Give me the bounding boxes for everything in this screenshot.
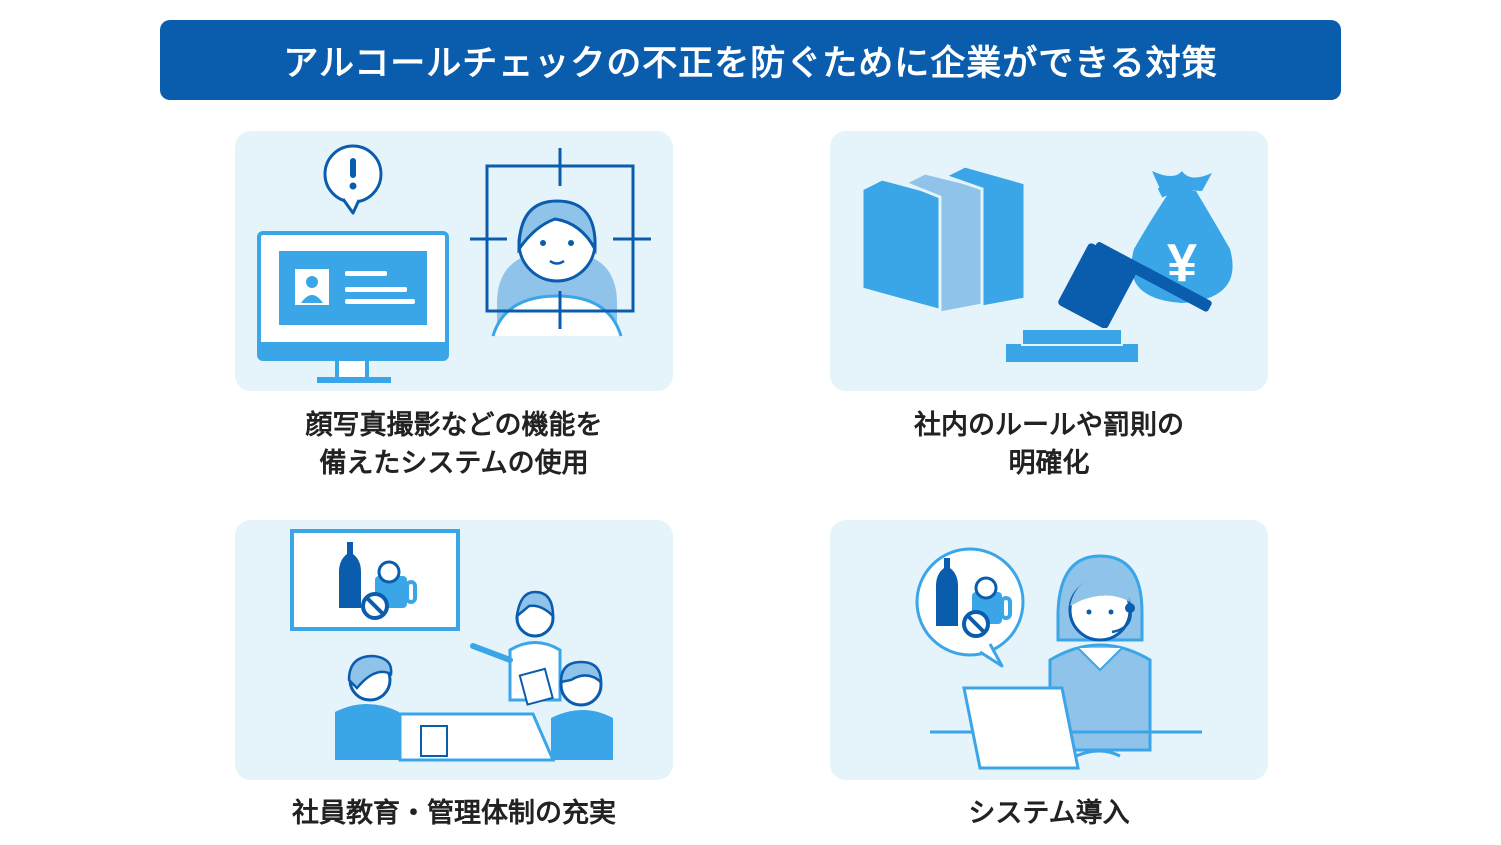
measure-card-rules: ¥ — [830, 131, 1268, 391]
measure-caption-training: 社員教育・管理体制の充実 — [235, 795, 673, 833]
rules-gavel-money-icon: ¥ — [860, 164, 1233, 362]
caption-line-1: 社員教育・管理体制の充実 — [292, 798, 616, 829]
caption-line-1: 顔写真撮影などの機能を — [305, 410, 603, 441]
operator-laptop-icon — [915, 547, 1202, 770]
measure-card-system — [830, 520, 1268, 780]
caption-line-2: 備えたシステムの使用 — [319, 448, 589, 479]
measure-caption-rules: 社内のルールや罰則の 明確化 — [830, 407, 1268, 483]
training-meeting-icon — [290, 529, 613, 762]
caption-line-1: 社内のルールや罰則の — [914, 410, 1184, 441]
face-recognition-system-icon — [257, 144, 651, 383]
page-title: アルコールチェックの不正を防ぐために企業ができる対策 — [283, 43, 1218, 84]
caption-line-1: システム導入 — [968, 798, 1130, 829]
caption-line-2: 明確化 — [1008, 448, 1090, 479]
measure-card-face-system — [235, 131, 673, 391]
measure-card-training — [235, 520, 673, 780]
measure-caption-face-system: 顔写真撮影などの機能を 備えたシステムの使用 — [235, 407, 673, 483]
title-banner: アルコールチェックの不正を防ぐために企業ができる対策 — [160, 20, 1341, 100]
measure-caption-system: システム導入 — [830, 795, 1268, 833]
